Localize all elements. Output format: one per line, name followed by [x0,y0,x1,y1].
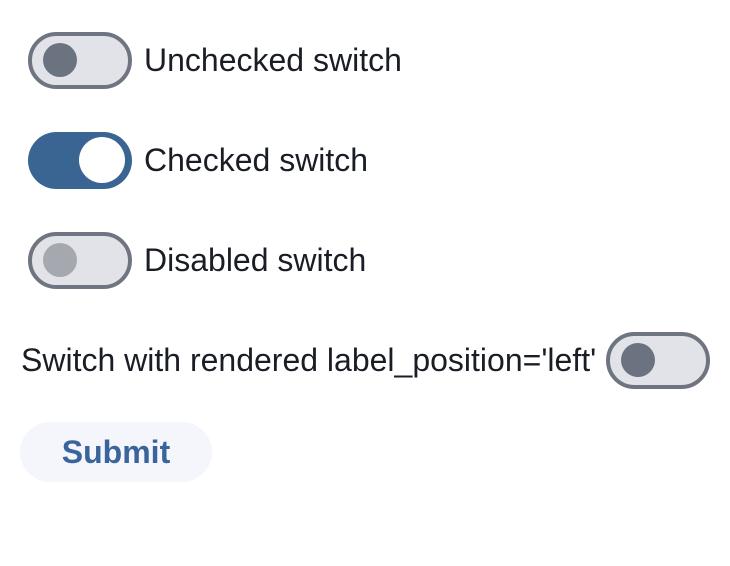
switch-knob [43,43,77,77]
disabled-switch-label: Disabled switch [144,242,367,278]
switch-knob [43,243,77,277]
switch-row-unchecked: Unchecked switch [20,31,730,89]
label-left-switch-toggle[interactable] [606,331,711,389]
label-left-switch-label: Switch with rendered label_position='lef… [21,342,597,378]
unchecked-switch-toggle[interactable] [28,31,132,89]
checked-switch-label: Checked switch [144,142,369,178]
disabled-switch-toggle [28,231,132,289]
switch-row-disabled: Disabled switch [20,231,730,289]
switch-knob [79,137,125,183]
checked-switch-toggle[interactable] [28,131,132,189]
switch-row-checked: Checked switch [20,131,730,189]
unchecked-switch-label: Unchecked switch [144,42,402,78]
switch-knob [621,343,656,377]
submit-button[interactable]: Submit [20,422,212,482]
switch-row-label-left: Switch with rendered label_position='lef… [20,331,730,389]
